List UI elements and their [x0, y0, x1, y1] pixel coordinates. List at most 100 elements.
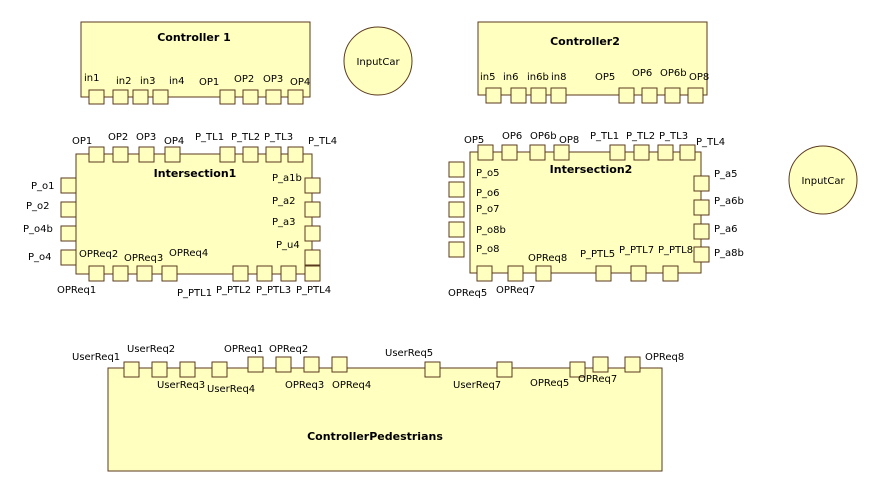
intersection2-port-P_a8b[interactable]	[693, 246, 710, 263]
intersection2-port-OP5[interactable]	[477, 144, 494, 161]
pedestrians-port-label-OPReq1: OPReq1	[224, 344, 263, 355]
intersection1-port-OP2[interactable]	[112, 146, 129, 163]
component-controllerPedestrians[interactable]: ControllerPedestrians UserReq1 UserReq2 …	[72, 344, 684, 472]
outer-port-P_o8[interactable]	[448, 241, 465, 258]
intersection2-port-P_TL4[interactable]	[679, 144, 696, 161]
intersection1-port-OPReq1[interactable]	[88, 265, 105, 282]
intersection2-port-P_TL2[interactable]	[633, 144, 650, 161]
intersection1-port-label-OP2: OP2	[108, 132, 128, 143]
intersection1-port-OPReq2[interactable]	[112, 265, 129, 282]
intersection2-port-P_PTL5[interactable]	[595, 265, 612, 282]
intersection2-port-P_TL3[interactable]	[657, 144, 674, 161]
outer-port-P_o8b[interactable]	[448, 221, 465, 238]
controller2-port-in8[interactable]	[550, 87, 567, 104]
intersection1-port-OP1[interactable]	[88, 146, 105, 163]
pedestrians-port-OPReq8[interactable]	[624, 356, 641, 373]
pedestrians-port-UserReq3[interactable]	[179, 361, 196, 378]
controller1-port-OP1[interactable]	[219, 89, 236, 105]
outer-port-label-P_o8b: P_o8b	[476, 225, 506, 236]
intersection1-port-P_o4[interactable]	[60, 249, 77, 266]
intersection1-port-label-P_PTL3: P_PTL3	[256, 285, 291, 296]
controller2-port-in5[interactable]	[485, 87, 502, 104]
pedestrians-port-UserReq5[interactable]	[424, 361, 441, 378]
intersection2-port-OPReq8[interactable]	[535, 265, 552, 282]
intersection2-port-OP8[interactable]	[553, 144, 570, 161]
intersection1-port-P_u4[interactable]	[304, 249, 321, 266]
intersection2-port-OPReq5[interactable]	[476, 265, 493, 282]
pedestrians-port-OPReq2[interactable]	[275, 356, 292, 373]
intersection2-port-P_a6b[interactable]	[693, 199, 710, 216]
intersection2-port-label-P_a5: P_a5	[714, 169, 738, 180]
intersection2-port-OPReq7[interactable]	[507, 265, 524, 282]
controller2-port-in6b[interactable]	[530, 87, 547, 104]
outer-port-P_o6[interactable]	[448, 181, 465, 198]
pedestrians-port-OPReq3[interactable]	[303, 356, 320, 373]
pedestrians-port-OPReq4[interactable]	[331, 356, 348, 373]
controller1-port-in1[interactable]	[88, 89, 105, 105]
intersection1-port-P_a2[interactable]	[304, 201, 321, 218]
intersection2-port-P_a6[interactable]	[693, 223, 710, 240]
controller1-port-in3[interactable]	[132, 89, 149, 105]
intersection1-port-P_o2[interactable]	[60, 201, 77, 218]
outer-port-P_o7[interactable]	[448, 201, 465, 218]
intersection1-port-P_PTL3[interactable]	[280, 265, 297, 282]
intersection2-port-label-P_PTL7: P_PTL7	[619, 245, 654, 256]
controller2-port-OP5[interactable]	[618, 87, 635, 104]
intersection1-port-label-P_TL1: P_TL1	[195, 132, 224, 143]
pedestrians-port-label-UserReq4: UserReq4	[207, 384, 255, 395]
component-controller1[interactable]: Controller 1 in1 in2 in3 in4 OP1 OP2 OP3…	[80, 21, 311, 105]
intersection2-port-label-OP5: OP5	[464, 135, 484, 146]
intersection2-port-P_PTL8[interactable]	[662, 265, 679, 282]
controller1-port-OP4[interactable]	[287, 89, 304, 105]
intersection2-port-OP6[interactable]	[501, 144, 518, 161]
intersection1-port-OPReq4[interactable]	[161, 265, 178, 282]
intersection1-port-P_TL1[interactable]	[219, 146, 236, 163]
intersection1-port-OPReq3[interactable]	[136, 265, 153, 282]
pedestrians-port-UserReq1[interactable]	[123, 361, 140, 378]
intersection1-port-P_a1b[interactable]	[304, 177, 321, 194]
intersection1-port-OP4[interactable]	[164, 146, 181, 163]
controller2-port-OP6[interactable]	[641, 87, 658, 104]
component-intersection2[interactable]: Intersection2 OP5 OP6 OP6b OP8 P_TL1 P_T…	[448, 131, 744, 299]
pedestrians-port-UserReq2[interactable]	[151, 361, 168, 378]
controller1-port-label-in2: in2	[116, 76, 131, 87]
component-inputcar2[interactable]: InputCar	[788, 145, 858, 215]
intersection2-port-P_TL1[interactable]	[609, 144, 626, 161]
intersection1-port-P_TL3[interactable]	[265, 146, 282, 163]
intersection1-port-label-P_TL2: P_TL2	[231, 132, 260, 143]
intersection1-port-P_o4b[interactable]	[60, 225, 77, 242]
intersection1-port-P_TL4[interactable]	[287, 146, 304, 163]
pedestrians-port-UserReq7[interactable]	[496, 361, 513, 378]
pedestrians-port-OPReq5[interactable]	[569, 361, 586, 378]
pedestrians-port-UserReq4[interactable]	[211, 361, 228, 378]
controller1-port-OP3[interactable]	[265, 89, 282, 105]
pedestrians-port-label-OPReq4: OPReq4	[332, 380, 371, 391]
pedestrians-port-OPReq7[interactable]	[592, 356, 609, 373]
intersection1-port-P_o1[interactable]	[60, 177, 77, 194]
pedestrians-port-OPReq1[interactable]	[247, 356, 264, 373]
intersection1-port-P_PTL2[interactable]	[256, 265, 273, 282]
intersection1-port-P_TL2[interactable]	[242, 146, 259, 163]
intersection1-port-OP3[interactable]	[138, 146, 155, 163]
outer-port-P_o5[interactable]	[448, 161, 465, 178]
intersection1-port-P_a3[interactable]	[304, 225, 321, 242]
component-intersection1[interactable]: Intersection1 OP1 OP2 OP3 OP4 P_TL1 P_TL…	[23, 132, 337, 299]
controller2-port-OP8[interactable]	[687, 87, 704, 104]
controller1-port-OP2[interactable]	[242, 89, 259, 105]
controller1-port-label-OP4: OP4	[290, 77, 310, 88]
intersection2-port-OP6b[interactable]	[529, 144, 546, 161]
intersection2-port-label-P_a6b: P_a6b	[714, 196, 744, 207]
intersection2-port-P_a5[interactable]	[693, 175, 710, 192]
intersection1-port-P_PTL4[interactable]	[304, 265, 321, 282]
intersection1-port-P_PTL1[interactable]	[232, 265, 249, 282]
controller2-port-OP6b[interactable]	[664, 87, 681, 104]
intersection2-port-label-P_TL2: P_TL2	[626, 131, 655, 142]
intersection1-port-label-P_o4b: P_o4b	[23, 224, 53, 235]
controller1-port-in2[interactable]	[112, 89, 129, 105]
component-inputcar1[interactable]: InputCar	[343, 26, 413, 96]
component-controller2[interactable]: Controller2 in5 in6 in6b in8 OP5 OP6 OP6…	[477, 21, 709, 104]
controller2-port-in6[interactable]	[510, 87, 527, 104]
controller1-port-in4[interactable]	[152, 89, 169, 105]
intersection2-port-P_PTL7[interactable]	[630, 265, 647, 282]
intersection1-port-label-P_u4: P_u4	[276, 240, 300, 251]
